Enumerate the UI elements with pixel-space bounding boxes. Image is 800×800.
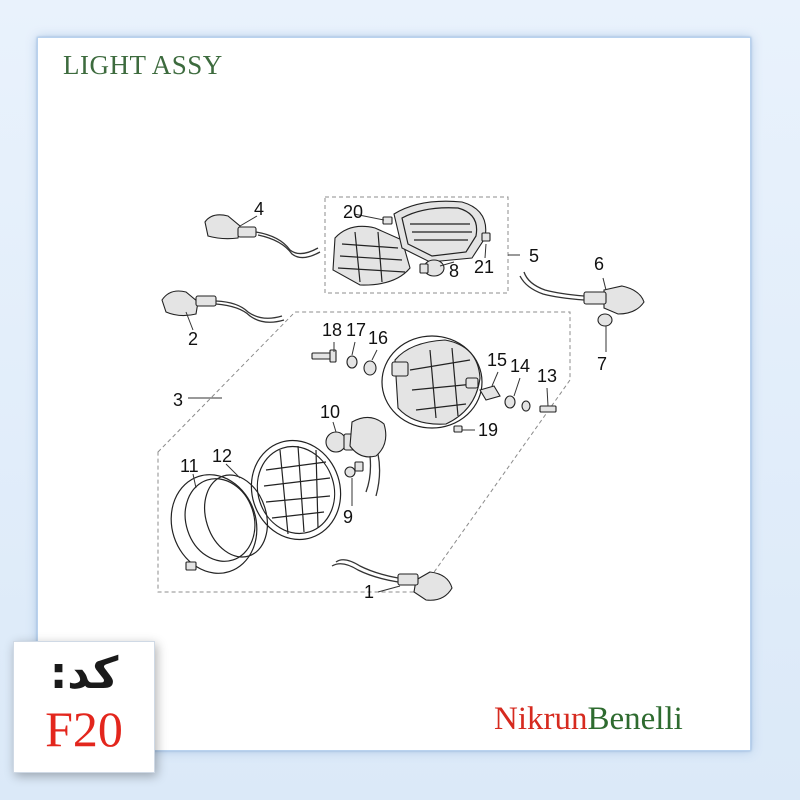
callout-10: 10	[320, 402, 340, 422]
callout-21: 21	[474, 257, 494, 277]
diagram-title: LIGHT ASSY	[63, 50, 223, 80]
callout-12: 12	[212, 446, 232, 466]
callout-15: 15	[487, 350, 507, 370]
tail-bulb-8	[419, 259, 445, 277]
callout-11: 11	[180, 456, 199, 476]
callout-14: 14	[510, 356, 530, 376]
headlight-group-outline	[157, 311, 571, 593]
washer-14	[504, 395, 531, 412]
brand-part-2: Benelli	[587, 701, 683, 737]
callout-2: 2	[188, 329, 198, 349]
turn-signal-front-left	[161, 290, 285, 323]
brand-part-1: Nikrun	[494, 701, 588, 737]
headlight-housing	[381, 335, 483, 429]
callout-6: 6	[594, 254, 604, 274]
callout-18: 18	[322, 320, 342, 340]
washer-16	[363, 360, 377, 376]
code-label: کد:	[49, 648, 119, 699]
screw-19	[453, 425, 463, 433]
washer-17	[346, 355, 358, 369]
turn-signal-front-right	[331, 559, 453, 601]
bolt-18	[311, 349, 337, 363]
tail-light-group-outline	[324, 196, 509, 294]
tail-light-housing	[332, 225, 411, 286]
bulb-socket	[349, 416, 387, 497]
callout-20: 20	[343, 202, 363, 222]
headlight-rim-11	[170, 474, 268, 574]
code-value: F20	[45, 701, 123, 757]
callout-13: 13	[537, 366, 557, 386]
bolt-13	[539, 405, 557, 413]
callout-1: 1	[364, 582, 374, 602]
callout-19: 19	[478, 420, 498, 440]
brand-logo-text: NikrunBenelli	[494, 703, 683, 736]
callout-17: 17	[346, 320, 366, 340]
turn-signal-rear-right	[519, 271, 645, 315]
screw-20	[382, 216, 393, 225]
callout-9: 9	[343, 507, 353, 527]
turn-signal-rear-left	[204, 214, 321, 259]
bracket-15	[479, 385, 501, 401]
screw-21	[481, 232, 491, 242]
tail-light-lens	[393, 200, 487, 263]
callout-5: 5	[529, 246, 539, 266]
leader-lines	[185, 213, 607, 593]
diagram-panel	[37, 37, 751, 751]
callout-16: 16	[368, 328, 388, 348]
headlight-lens-12	[250, 439, 342, 541]
callout-4: 4	[254, 199, 264, 219]
bulb-7	[597, 313, 613, 327]
part-code-box: کد: F20	[13, 641, 155, 773]
callout-7: 7	[597, 354, 607, 374]
callout-3: 3	[173, 390, 183, 410]
bulb-9	[344, 461, 364, 478]
callout-8: 8	[449, 261, 459, 281]
